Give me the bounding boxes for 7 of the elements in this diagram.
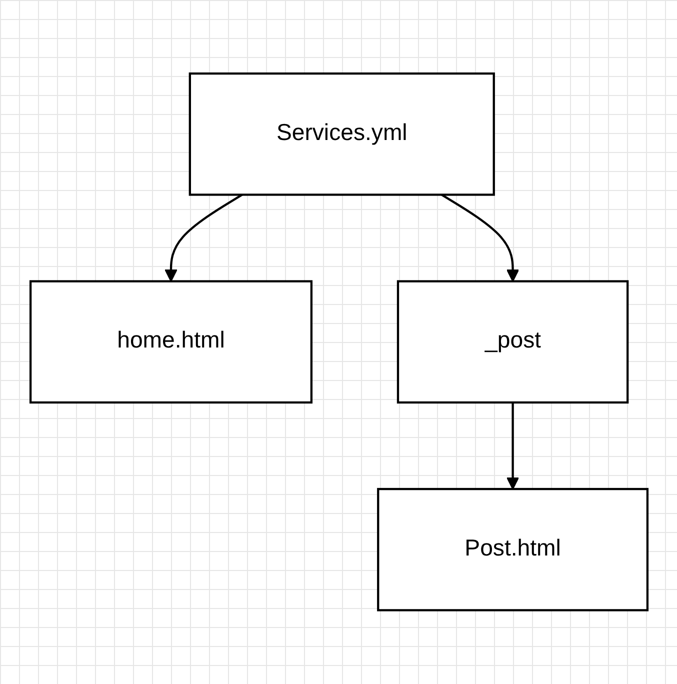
process-box: _post (396, 280, 628, 404)
arrow (440, 194, 519, 282)
arrow (506, 402, 519, 490)
arrow (164, 194, 242, 282)
process-box: Services.yml (188, 72, 494, 196)
process-box: Post.html (376, 488, 648, 612)
process-box: home.html (28, 280, 312, 404)
